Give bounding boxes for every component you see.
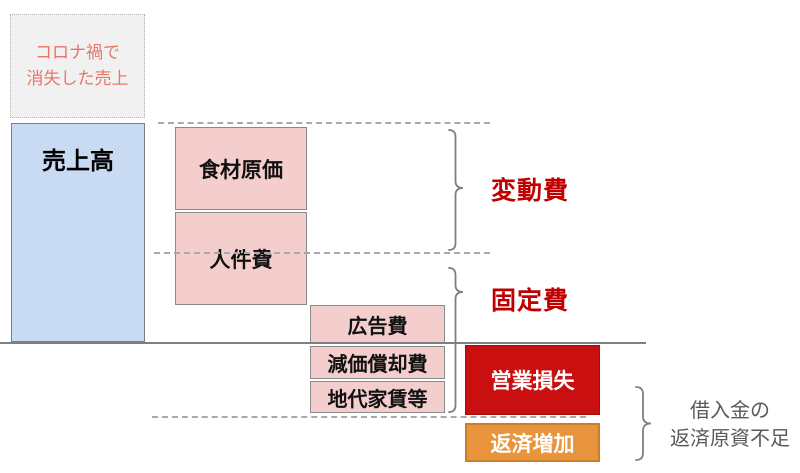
lost-sales-label-line1: コロナ禍で xyxy=(35,43,120,62)
fixed-cost-brace xyxy=(448,267,464,413)
depreciation-cost-box: 減価償却費 xyxy=(310,346,445,379)
food-cost-label: 食材原価 xyxy=(199,158,283,182)
lost-sales-box: コロナ禍で 消失した売上 xyxy=(10,14,145,118)
lost-sales-label-line2: 消失した売上 xyxy=(26,69,129,88)
labor-cost-box: 人件費 xyxy=(175,212,307,305)
advertising-cost-label: 広告費 xyxy=(347,316,408,338)
loan-shortage-note-line1: 借入金の xyxy=(690,400,770,422)
repayment-increase-label: 返済増加 xyxy=(490,432,575,456)
food-cost-box: 食材原価 xyxy=(175,127,307,210)
depreciation-cost-label: 減価償却費 xyxy=(327,354,428,376)
variable-cost-brace xyxy=(448,129,464,251)
operating-loss-box: 営業損失 xyxy=(465,345,600,415)
operating-loss-label: 営業損失 xyxy=(490,370,575,393)
labor-cost-label: 人件費 xyxy=(209,248,273,272)
sales-box: 売上高 xyxy=(11,123,145,342)
variable-cost-label: 変動費 xyxy=(491,177,570,205)
rent-cost-box: 地代家賃等 xyxy=(310,381,445,413)
loan-shortage-note-line2: 返済原資不足 xyxy=(670,428,790,450)
dashed-line-middle xyxy=(154,252,490,254)
sales-label: 売上高 xyxy=(42,148,114,175)
dashed-line-bottom xyxy=(152,416,586,418)
advertising-cost-box: 広告費 xyxy=(310,305,445,344)
repayment-increase-box: 返済増加 xyxy=(465,423,600,462)
dashed-line-top xyxy=(158,122,490,124)
fixed-cost-label: 固定費 xyxy=(491,287,570,315)
loan-shortage-note: 借入金の 返済原資不足 xyxy=(660,397,800,453)
loan-shortage-brace xyxy=(635,386,652,461)
baseline-axis xyxy=(0,342,646,344)
rent-cost-label: 地代家賃等 xyxy=(327,388,428,411)
